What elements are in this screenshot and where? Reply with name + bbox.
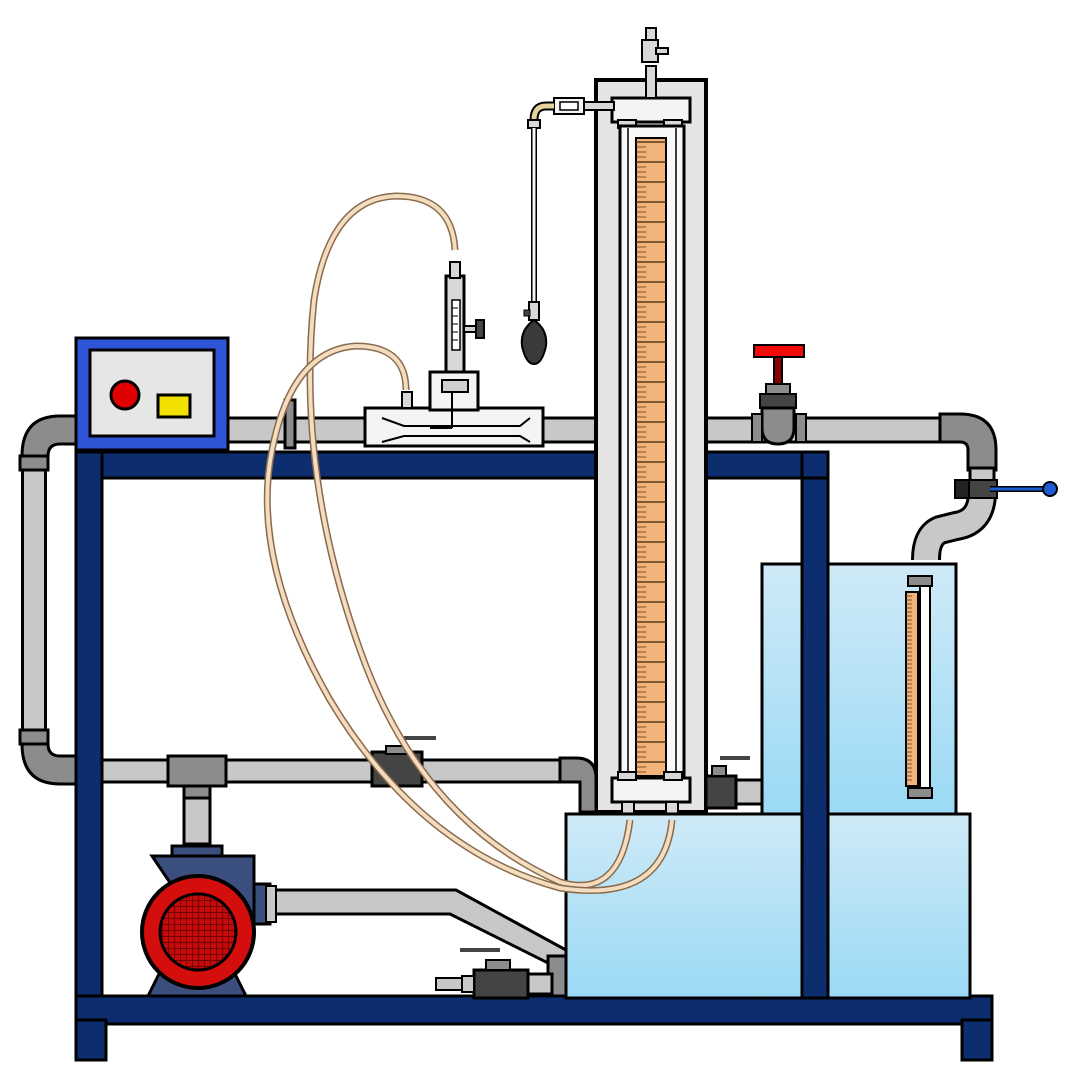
- gate-valve[interactable]: [751, 344, 807, 446]
- tank-inlet-pipe: [911, 466, 1058, 561]
- filter-column: [594, 27, 708, 819]
- inlet-valve-lever[interactable]: [1042, 481, 1058, 497]
- drain-valve[interactable]: [435, 948, 568, 1000]
- filter-scale: [636, 141, 666, 773]
- control-panel: [74, 336, 230, 452]
- column-outlet-valve[interactable]: [704, 756, 764, 810]
- frame-post: [800, 476, 830, 1000]
- air-bulb-line: [520, 97, 615, 366]
- pump-discharge-pipe: [100, 736, 598, 846]
- top-supply-pipe: [224, 398, 998, 472]
- stop-button[interactable]: [109, 379, 141, 411]
- pump-suction-pipe: [268, 888, 568, 975]
- flow-meter: [363, 261, 545, 448]
- sump-tank: [564, 812, 972, 1000]
- indicator-lamp: [156, 393, 192, 419]
- manometer-hoses: [263, 192, 676, 895]
- valve-handwheel[interactable]: [753, 344, 805, 358]
- left-return-pipe: [18, 414, 78, 786]
- overhead-tank: [760, 562, 958, 818]
- pump-motor: [140, 844, 277, 998]
- level-gauge-scale: [906, 595, 912, 781]
